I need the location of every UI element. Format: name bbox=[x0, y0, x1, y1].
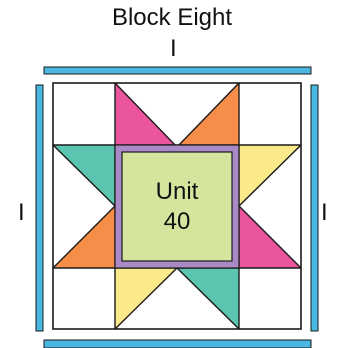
left-sashing-label: I bbox=[18, 199, 25, 226]
center-unit-label-line1: Unit bbox=[156, 178, 199, 205]
top-sashing-strip bbox=[43, 66, 312, 75]
left-sashing-strip bbox=[35, 84, 44, 332]
center-unit-label-line2: 40 bbox=[164, 208, 191, 235]
diagram-title: Block Eight bbox=[111, 4, 233, 31]
block-border bbox=[52, 82, 302, 330]
center-unit-square bbox=[121, 151, 233, 262]
right-sashing-label: I bbox=[321, 199, 328, 226]
right-sashing-strip bbox=[310, 84, 319, 332]
bottom-sashing-strip bbox=[43, 339, 312, 348]
top-sashing-label: I bbox=[170, 35, 177, 62]
